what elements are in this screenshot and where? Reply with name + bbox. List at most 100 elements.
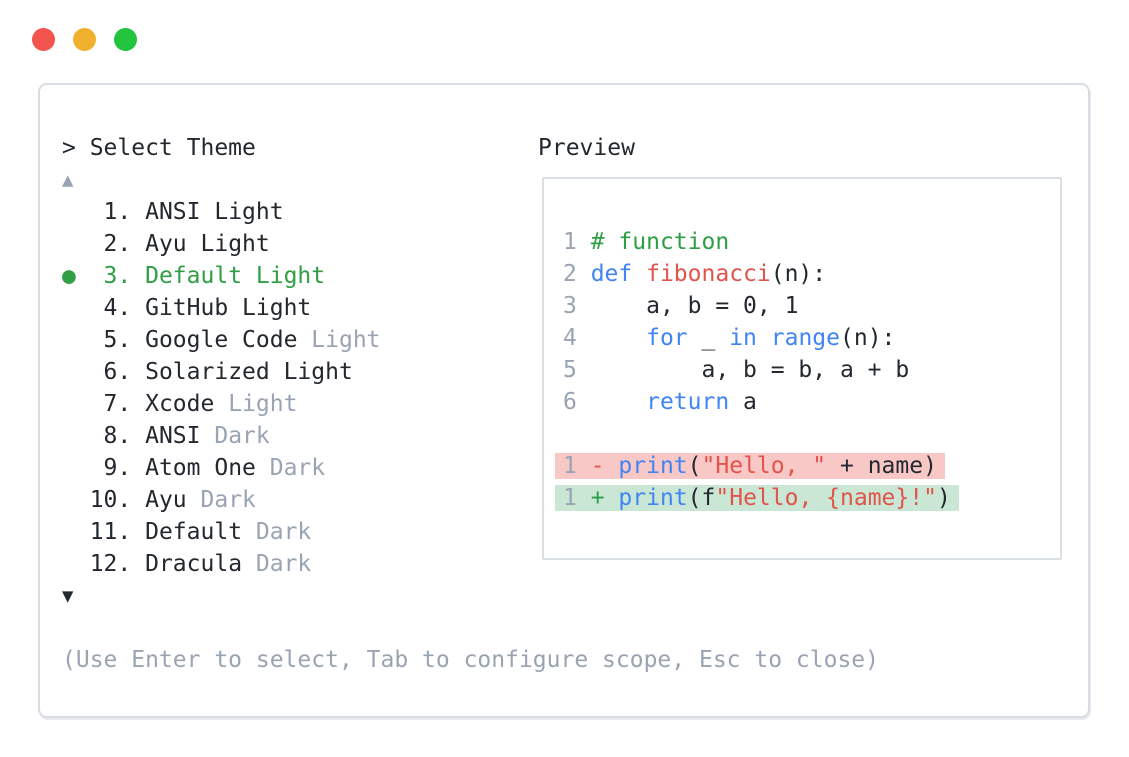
bullet-spacer (62, 199, 76, 225)
theme-item-variant: Light (214, 391, 298, 417)
code-token: 1 (563, 229, 591, 255)
code-token (605, 485, 619, 511)
theme-item[interactable]: 11. Default Dark (62, 516, 879, 548)
code-token (591, 389, 646, 415)
theme-item-number: 7. (75, 391, 146, 417)
theme-item-name: Default (145, 519, 243, 545)
theme-item-variant: Dark (255, 455, 326, 481)
code-token: print (618, 485, 688, 511)
theme-item[interactable]: ● 3. Default Light (62, 260, 879, 292)
theme-item-name: GitHub Light (145, 295, 312, 321)
theme-picker-window: > Select Theme ▲ 1. ANSI Light 2. Ayu Li… (38, 83, 1090, 718)
window-traffic-lights (32, 28, 137, 51)
bullet-spacer (62, 487, 76, 513)
code-token: "Hello, {name}!" (715, 485, 937, 511)
bullet-spacer (62, 455, 76, 481)
code-token: 5 (563, 357, 591, 383)
theme-item-variant: Dark (186, 487, 256, 513)
theme-item-name: Google Code (145, 327, 298, 353)
theme-item-number: 1. (75, 199, 146, 225)
theme-item[interactable]: 7. Xcode Light (62, 388, 879, 420)
code-token: range (770, 325, 840, 351)
code-line: 1 # function (563, 226, 1046, 258)
bullet-spacer (62, 327, 76, 353)
diff-highlight: 1 - print("Hello, " + name) (555, 453, 945, 479)
blank-line (563, 418, 1046, 450)
code-token: a, b = b, a + b (590, 357, 910, 383)
close-window-icon[interactable] (32, 28, 55, 51)
theme-item[interactable]: 8. ANSI Dark (62, 420, 879, 452)
select-theme-prompt: > Select Theme (62, 135, 256, 161)
code-token: ( (687, 453, 702, 479)
theme-item-name: Solarized Light (145, 359, 353, 385)
theme-item-name: Atom One (145, 455, 256, 481)
code-token: 6 (563, 389, 591, 415)
theme-item-number: 8. (75, 423, 146, 449)
diff-added-line: 1 + print(f"Hello, {name}!") (555, 482, 1046, 514)
code-token: + name) (826, 453, 937, 479)
bullet-spacer (62, 423, 76, 449)
bullet-spacer (62, 231, 76, 257)
code-token: for (646, 325, 688, 351)
keyboard-hint: (Use Enter to select, Tab to configure s… (62, 647, 879, 673)
theme-list-panel: > Select Theme ▲ 1. ANSI Light 2. Ayu Li… (62, 132, 879, 676)
theme-item-name: Dracula (145, 551, 243, 577)
code-token: a, b = 0, 1 (590, 293, 799, 319)
code-line: 6 return a (563, 386, 1046, 418)
code-token (591, 325, 646, 351)
zoom-window-icon[interactable] (114, 28, 137, 51)
code-token: + (590, 485, 605, 511)
code-token: # function (590, 229, 730, 255)
code-line: 5 a, b = b, a + b (563, 354, 1046, 386)
code-line: 4 for _ in range(n): (563, 322, 1046, 354)
preview-title: Preview (538, 135, 635, 161)
code-token: 2 (563, 261, 591, 287)
theme-item[interactable]: 10. Ayu Dark (62, 484, 879, 516)
code-token: (n): (840, 325, 896, 351)
code-token: def (590, 261, 633, 287)
theme-item-variant: Dark (242, 519, 312, 545)
theme-item-name: Xcode (145, 391, 215, 417)
diff-removed-line: 1 - print("Hello, " + name) (555, 450, 1046, 482)
scroll-down-icon[interactable]: ▼ (62, 585, 74, 607)
code-token: ) (936, 485, 951, 511)
bullet-spacer (62, 391, 76, 417)
code-line: 3 a, b = 0, 1 (563, 290, 1046, 322)
theme-item-name: ANSI (145, 423, 201, 449)
bullet-spacer (62, 519, 76, 545)
theme-item[interactable]: 9. Atom One Dark (62, 452, 879, 484)
theme-item[interactable]: 1. ANSI Light (62, 196, 879, 228)
theme-item-name: Ayu (145, 487, 187, 513)
bullet-spacer (62, 551, 76, 577)
theme-item-number: 5. (75, 327, 146, 353)
theme-item-variant: Dark (200, 423, 270, 449)
theme-item-number: 11. (75, 519, 146, 545)
theme-list: 1. ANSI Light 2. Ayu Light● 3. Default L… (62, 196, 879, 580)
theme-item[interactable]: 2. Ayu Light (62, 228, 879, 260)
code-token (632, 261, 646, 287)
bullet-spacer (62, 295, 76, 321)
theme-item[interactable]: 12. Dracula Dark (62, 548, 879, 580)
theme-item-number: 4. (75, 295, 146, 321)
theme-item[interactable]: 5. Google Code Light (62, 324, 879, 356)
theme-item-name: Ayu Light (145, 231, 270, 257)
code-line: 2 def fibonacci(n): (563, 258, 1046, 290)
code-token: 4 (563, 325, 591, 351)
theme-item[interactable]: 4. GitHub Light (62, 292, 879, 324)
diff-highlight: 1 + print(f"Hello, {name}!") (555, 485, 959, 511)
theme-item-number: 6. (75, 359, 146, 385)
scroll-up-icon[interactable]: ▲ (62, 169, 74, 191)
theme-item-number: 12. (75, 551, 146, 577)
code-token: in (729, 325, 757, 351)
spacer-row (62, 612, 879, 644)
code-token: - (590, 453, 605, 479)
code-token (605, 453, 619, 479)
theme-item-name: ANSI Light (145, 199, 284, 225)
code-token: (f (687, 485, 716, 511)
theme-item-number: 2. (75, 231, 146, 257)
theme-item-number: 10. (75, 487, 146, 513)
code-token: (n): (770, 261, 827, 287)
theme-item[interactable]: 6. Solarized Light (62, 356, 879, 388)
minimize-window-icon[interactable] (73, 28, 96, 51)
code-token: _ (687, 325, 730, 351)
